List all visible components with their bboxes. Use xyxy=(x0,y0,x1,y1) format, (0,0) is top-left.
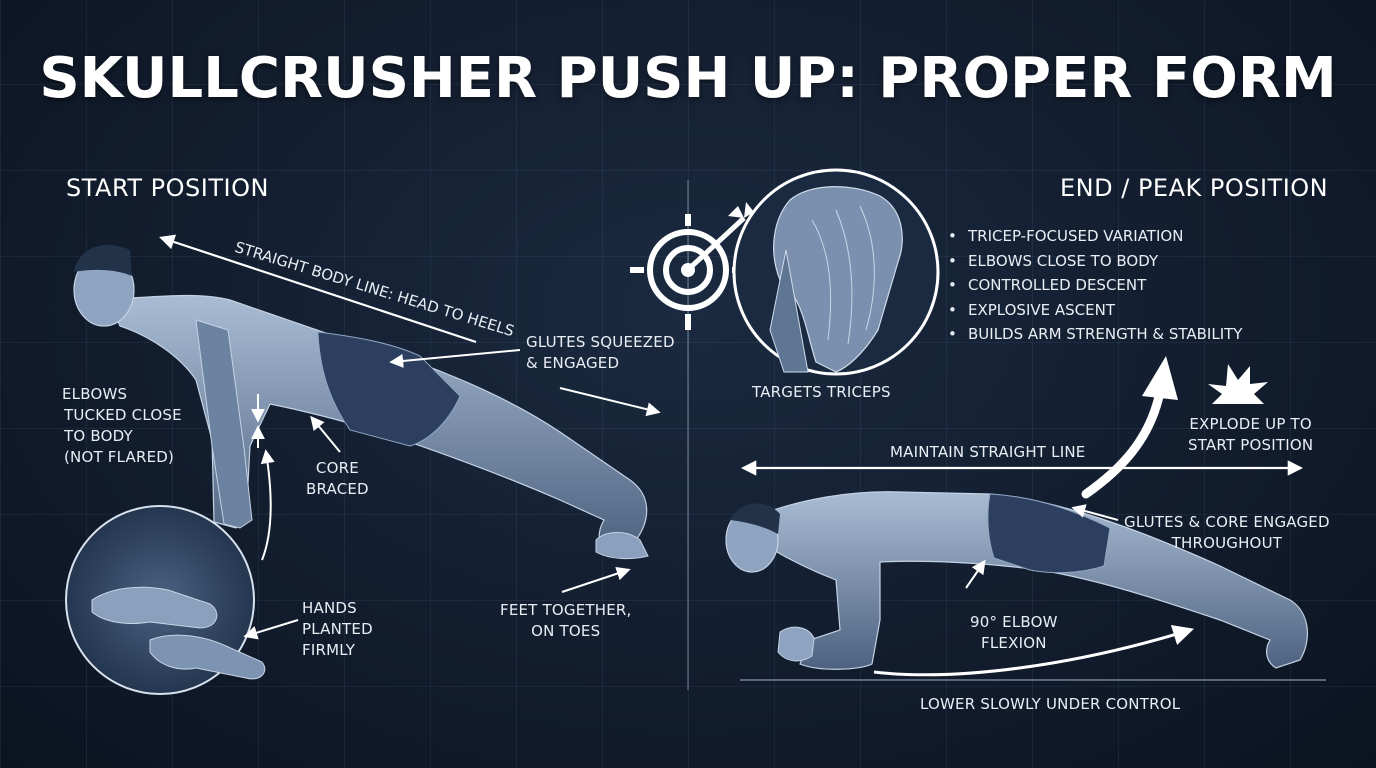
explode-arrow-head xyxy=(1142,356,1178,400)
targets-triceps-label: TARGETS TRICEPS xyxy=(752,383,891,401)
target-icon xyxy=(630,202,754,330)
elbow-arrow xyxy=(260,449,275,561)
burst-icon xyxy=(1208,364,1268,404)
feet-label: FEET TOGETHER,ON TOES xyxy=(500,601,632,640)
lower-arrow xyxy=(873,624,1195,677)
benefits-list: TRICEP-FOCUSED VARIATION ELBOWS CLOSE TO… xyxy=(948,224,1242,347)
lower-slowly-label: LOWER SLOWLY UNDER CONTROL xyxy=(920,695,1181,713)
list-item: BUILDS ARM STRENGTH & STABILITY xyxy=(948,322,1242,347)
start-heading: START POSITION xyxy=(66,174,269,202)
elbow-flexion-arrow xyxy=(965,559,986,589)
explode-arrow-shaft xyxy=(1081,387,1165,499)
elbows-label: ELBOWS TUCKED CLOSE TO BODY (NOT FLARED) xyxy=(62,385,182,466)
list-item: EXPLOSIVE ASCENT xyxy=(948,298,1242,323)
glutes-core-arrow xyxy=(1071,504,1119,521)
tricep-closeup xyxy=(732,168,940,376)
end-heading: END / PEAK POSITION xyxy=(1060,174,1329,202)
hands-arrow xyxy=(243,619,299,640)
list-item: CONTROLLED DESCENT xyxy=(948,273,1242,298)
list-item: TRICEP-FOCUSED VARIATION xyxy=(948,224,1242,249)
feet-arrow xyxy=(561,566,631,593)
core-arrow xyxy=(310,415,341,453)
body-line-arrow xyxy=(159,234,477,344)
body-line-tail-arrow xyxy=(559,387,661,417)
start-position-figure xyxy=(65,244,649,695)
page-title: SKULLCRUSHER PUSH UP: PROPER FORM xyxy=(39,46,1337,111)
maintain-line-label: MAINTAIN STRAIGHT LINE xyxy=(890,443,1086,461)
glutes-label: GLUTES SQUEEZED& ENGAGED xyxy=(526,333,675,372)
end-position-figure xyxy=(725,491,1326,681)
list-item: ELBOWS CLOSE TO BODY xyxy=(948,249,1242,274)
glutes-arrow xyxy=(389,349,521,368)
